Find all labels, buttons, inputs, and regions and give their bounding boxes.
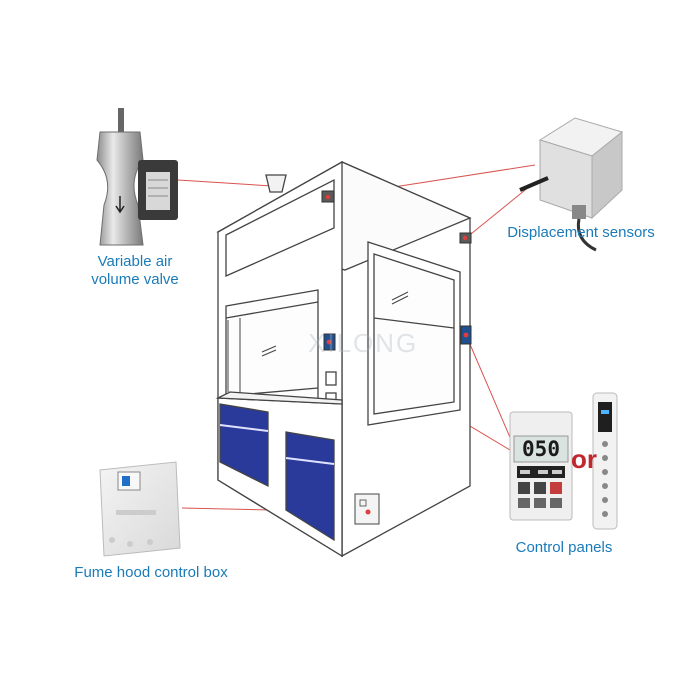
side-window-glass bbox=[373, 253, 455, 415]
valve-label: Variable air volume valve bbox=[66, 253, 204, 289]
panel-display-readout: 050 bbox=[522, 437, 560, 461]
front-header bbox=[225, 178, 335, 278]
control-box-mount bbox=[354, 493, 380, 525]
or-separator: or bbox=[571, 444, 597, 474]
cabinet-door-left bbox=[219, 403, 269, 488]
control-panel-slim bbox=[592, 392, 618, 530]
valve-label-line-1: Variable air bbox=[97, 253, 173, 270]
variable-air-volume-valve bbox=[96, 108, 178, 246]
connector-panel-side bbox=[465, 334, 513, 443]
control-panel-large bbox=[509, 411, 573, 521]
sensors-label: Displacement sensors bbox=[507, 224, 655, 241]
fume-hood-cabinet bbox=[215, 160, 472, 558]
control-panels-label: Control panels bbox=[515, 539, 613, 556]
watermark: XILONG bbox=[308, 328, 419, 358]
front-access-panel-1 bbox=[325, 371, 337, 386]
valve-label-line-2: volume valve bbox=[91, 271, 179, 288]
control-box-device bbox=[99, 461, 181, 557]
connector-sensor-side bbox=[465, 181, 536, 239]
displacement-sensor-device bbox=[519, 117, 624, 252]
connector-valve bbox=[177, 179, 273, 187]
control-box-label: Fume hood control box bbox=[74, 564, 228, 581]
exhaust-collar bbox=[265, 174, 287, 193]
